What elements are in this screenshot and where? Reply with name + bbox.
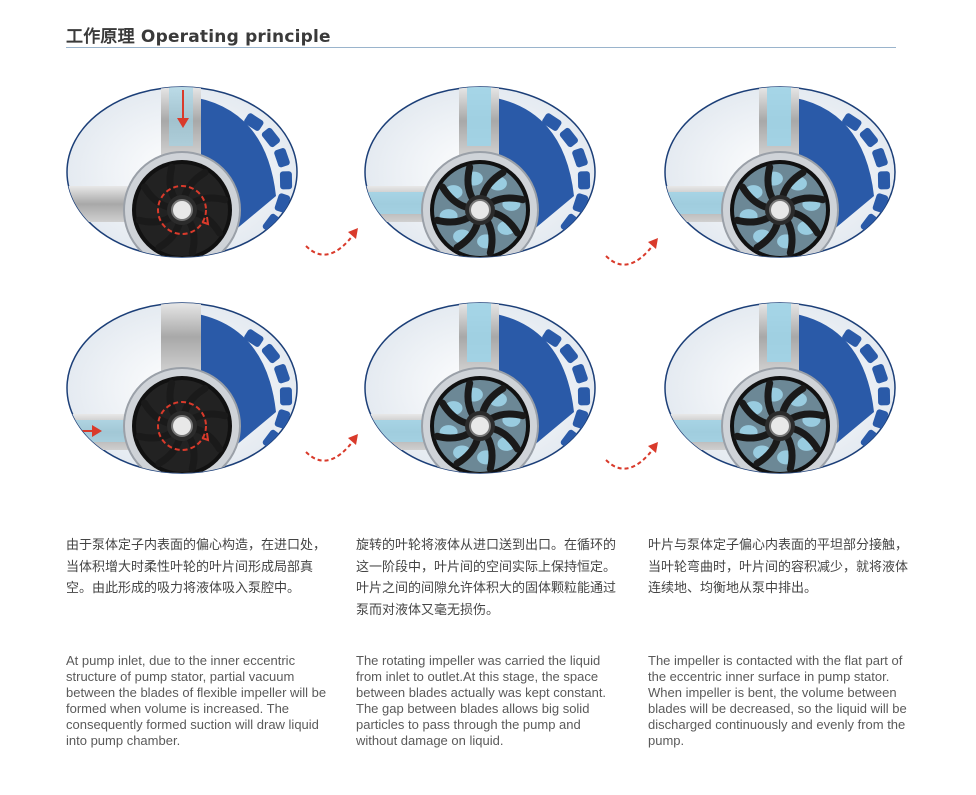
pump-stage-6 (664, 302, 896, 474)
pump-stage-4 (66, 302, 298, 474)
description-en: The impeller is contacted with the flat … (648, 653, 907, 748)
text-column-3: 叶片与泵体定子偏心内表面的平坦部分接触，当叶轮弯曲时，叶片间的容积减少，就将液体… (648, 535, 910, 749)
transition-arrow-icon (602, 232, 664, 272)
description-cn: 旋转的叶轮将液体从进口送到出口。在循环的这一阶段中，叶片间的空间实际上保持恒定。… (356, 538, 617, 618)
transition-arrow-icon (302, 222, 364, 262)
pump-stage-3 (664, 86, 896, 258)
pump-stage-1 (66, 86, 298, 258)
description-en: The rotating impeller was carried the li… (356, 653, 607, 748)
text-column-2: 旋转的叶轮将液体从进口送到出口。在循环的这一阶段中，叶片间的空间实际上保持恒定。… (356, 535, 618, 749)
text-column-1: 由于泵体定子内表面的偏心构造，在进口处，当体积增大时柔性叶轮的叶片间形成局部真空… (66, 535, 328, 749)
pump-stage-5 (364, 302, 596, 474)
transition-arrow-icon (302, 428, 364, 468)
description-cn: 叶片与泵体定子偏心内表面的平坦部分接触，当叶轮弯曲时，叶片间的容积减少，就将液体… (648, 538, 909, 596)
description-en: At pump inlet, due to the inner eccentri… (66, 653, 327, 748)
transition-arrow-icon (602, 436, 664, 476)
page-title: 工作原理 Operating principle (66, 27, 331, 47)
title-divider (66, 47, 896, 48)
pump-stage-2 (364, 86, 596, 258)
description-cn: 由于泵体定子内表面的偏心构造，在进口处，当体积增大时柔性叶轮的叶片间形成局部真空… (66, 538, 327, 596)
